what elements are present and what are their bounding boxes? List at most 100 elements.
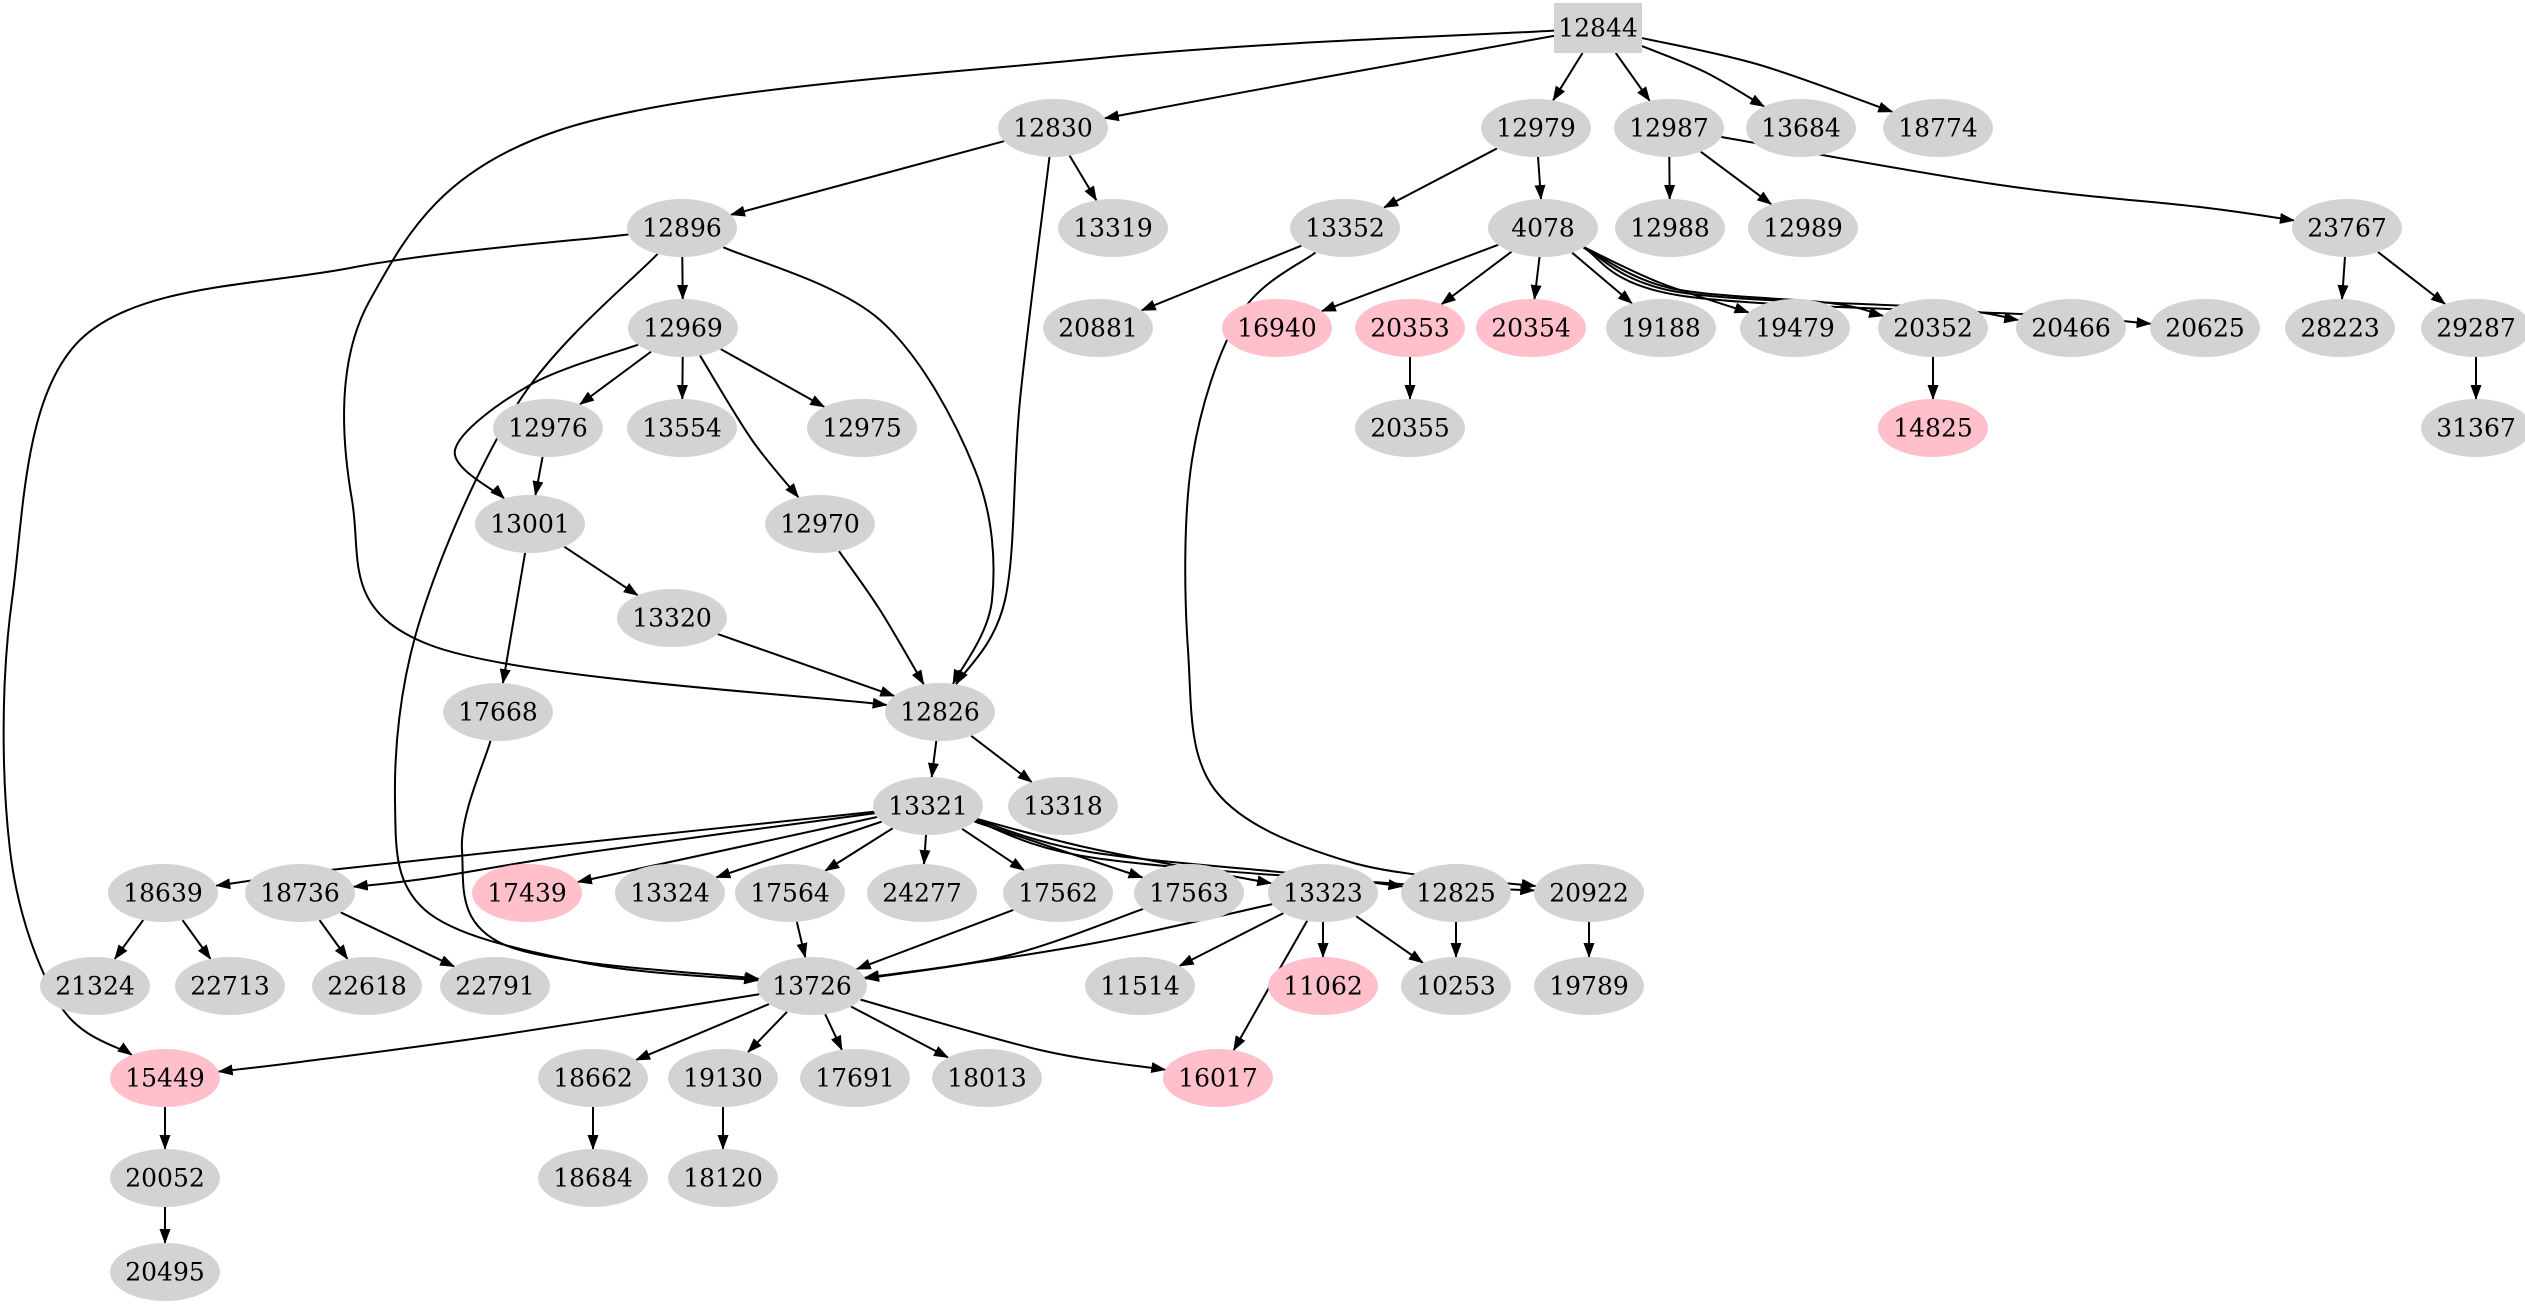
node-20922: 20922 <box>1534 864 1644 922</box>
edge-23767-29287 <box>2377 251 2446 305</box>
node-label: 11062 <box>1283 972 1363 1001</box>
node-12826: 12826 <box>885 683 995 741</box>
node-label: 12976 <box>508 414 588 443</box>
edge-4078-20354 <box>1530 256 1542 301</box>
edge-18736-22791 <box>340 911 456 968</box>
node-shape-ellipse <box>885 683 995 741</box>
node-13352: 13352 <box>1290 199 1400 257</box>
node-label: 21324 <box>55 972 135 1001</box>
node-shape-ellipse <box>1290 199 1400 257</box>
node-label: 31367 <box>2436 414 2516 443</box>
node-label: 15449 <box>125 1064 205 1093</box>
node-label: 18736 <box>260 879 340 908</box>
node-label: 18639 <box>123 879 203 908</box>
node-17691: 17691 <box>800 1049 910 1107</box>
edge-13321-24277 <box>919 834 931 866</box>
node-shape-ellipse <box>2150 299 2260 357</box>
edge-13323-16017 <box>1232 920 1309 1052</box>
node-24277: 24277 <box>867 864 977 922</box>
node-label: 18684 <box>553 1164 633 1193</box>
node-label: 12970 <box>780 510 860 539</box>
edge-13726-15449 <box>217 993 760 1076</box>
node-label: 12975 <box>822 414 902 443</box>
node-13324: 13324 <box>615 864 725 922</box>
node-label: 17564 <box>750 879 830 908</box>
node-18774: 18774 <box>1883 99 1993 157</box>
edge-13001-13320 <box>563 545 639 597</box>
node-23767: 23767 <box>2292 199 2402 257</box>
node-16017: 16017 <box>1163 1049 1273 1107</box>
node-shape-ellipse <box>1008 777 1118 835</box>
node-label: 20355 <box>1370 414 1450 443</box>
node-label: 20052 <box>125 1164 205 1193</box>
node-29287: 29287 <box>2421 299 2525 357</box>
node-shape-ellipse <box>998 99 1108 157</box>
node-shape-ellipse <box>1534 864 1644 922</box>
node-18639: 18639 <box>108 864 218 922</box>
edge-12844-12826 <box>343 29 1555 709</box>
node-shape-ellipse <box>735 864 845 922</box>
node-label: 14825 <box>1893 414 1973 443</box>
edge-12969-12975 <box>720 348 826 408</box>
edge-12844-12987 <box>1614 52 1651 102</box>
node-label: 18120 <box>683 1164 763 1193</box>
node-label: 12896 <box>642 214 722 243</box>
node-11514: 11514 <box>1085 957 1195 1015</box>
node-12844: 12844 <box>1554 3 1642 53</box>
node-label: 16940 <box>1237 314 1317 343</box>
edge-12969-13001 <box>453 343 639 500</box>
node-shape-ellipse <box>1058 199 1168 257</box>
node-label: 13320 <box>632 604 712 633</box>
node-shape-ellipse <box>1085 957 1195 1015</box>
node-label: 18662 <box>553 1064 633 1093</box>
edge-12969-12976 <box>579 350 652 406</box>
node-12979: 12979 <box>1481 99 1591 157</box>
node-label: 12979 <box>1496 114 1576 143</box>
edge-12830-12826 <box>955 156 1051 686</box>
node-17563: 17563 <box>1134 864 1244 922</box>
node-shape-ellipse <box>475 495 585 553</box>
edge-12830-13319 <box>1068 155 1098 202</box>
edge-17564-13726 <box>795 921 808 959</box>
edge-13321-17563 <box>974 820 1144 879</box>
node-18013: 18013 <box>932 1049 1042 1107</box>
node-19479: 19479 <box>1740 299 1850 357</box>
node-17562: 17562 <box>1003 864 1113 922</box>
node-18120: 18120 <box>668 1149 778 1207</box>
node-shape-ellipse <box>1615 199 1725 257</box>
edge-13323-11514 <box>1178 912 1284 967</box>
node-label: 20922 <box>1549 879 1629 908</box>
node-20355: 20355 <box>1355 399 1465 457</box>
node-shape-ellipse <box>765 495 875 553</box>
node-shape-ellipse <box>472 864 582 922</box>
edge-13321-17562 <box>961 827 1025 872</box>
node-label: 20466 <box>2031 314 2111 343</box>
edge-13726-19130 <box>747 1011 788 1053</box>
edge-13321-13324 <box>715 820 882 879</box>
node-shape-ellipse <box>757 957 867 1015</box>
node-shape-ellipse <box>1268 957 1378 1015</box>
node-20354: 20354 <box>1476 299 1586 357</box>
node-label: 24277 <box>882 879 962 908</box>
node-label: 4078 <box>1511 214 1575 243</box>
node-label: 22618 <box>327 972 407 1001</box>
node-12976: 12976 <box>493 399 603 457</box>
node-19188: 19188 <box>1606 299 1716 357</box>
node-label: 12969 <box>643 314 723 343</box>
node-12830: 12830 <box>998 99 1108 157</box>
node-label: 28223 <box>2300 314 2380 343</box>
node-12896: 12896 <box>627 199 737 257</box>
node-shape-ellipse <box>1883 99 1993 157</box>
node-13323: 13323 <box>1268 864 1378 922</box>
node-shape-ellipse <box>627 199 737 257</box>
node-shape-ellipse <box>1488 199 1598 257</box>
node-12988: 12988 <box>1615 199 1725 257</box>
node-label: 16017 <box>1178 1064 1258 1093</box>
node-shape-ellipse <box>1134 864 1244 922</box>
edge-13321-18736 <box>352 812 875 891</box>
edge-13726-16017 <box>860 998 1167 1073</box>
edge-17668-13726 <box>460 740 760 983</box>
node-17439: 17439 <box>472 864 582 922</box>
